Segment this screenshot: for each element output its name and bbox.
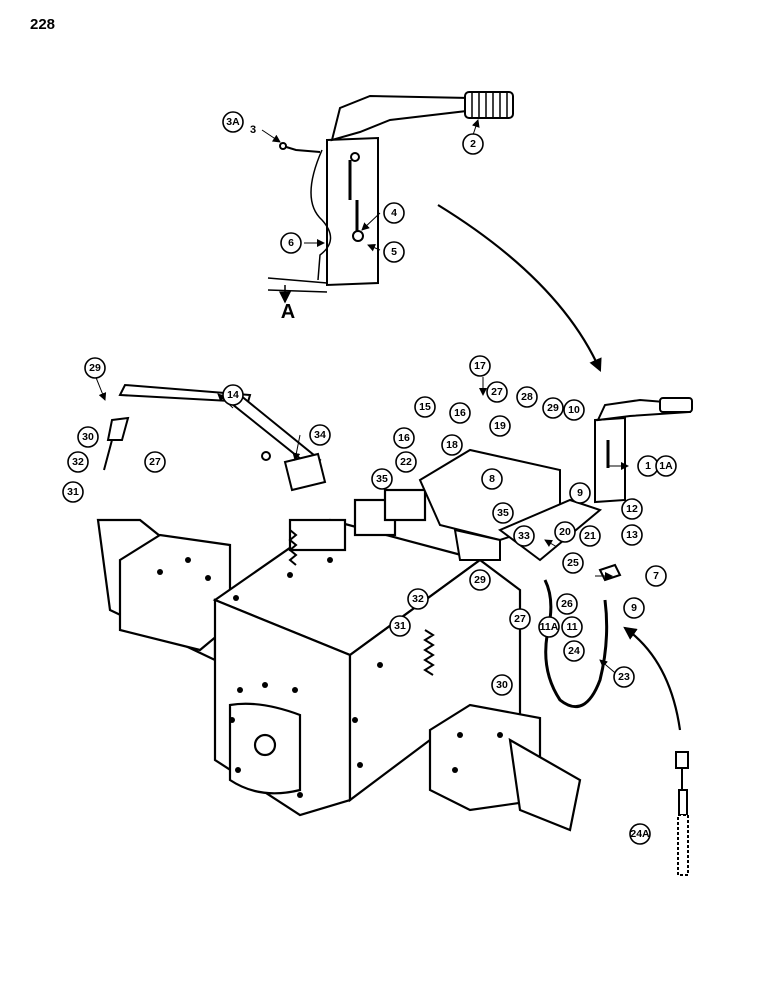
callout-6: 6 — [288, 237, 294, 249]
callout-11: 11 — [566, 621, 577, 633]
callout-22: 22 — [400, 456, 412, 468]
callout-16-top: 16 — [454, 407, 466, 419]
callout-2: 2 — [470, 138, 476, 150]
housing-bolts — [157, 557, 503, 798]
callout-31-mid: 31 — [394, 620, 406, 632]
callout-27-left: 27 — [149, 456, 161, 468]
springs — [288, 529, 435, 676]
callout-5: 5 — [391, 246, 397, 258]
callout-30-mid: 30 — [496, 679, 508, 691]
callout-3a: 3A — [226, 116, 240, 128]
callout-32-mid: 32 — [412, 593, 424, 605]
callout-14: 14 — [227, 389, 239, 401]
callout-30-left: 30 — [82, 431, 94, 443]
callout-21: 21 — [584, 530, 596, 542]
callout-28: 28 — [521, 391, 533, 403]
callout-19: 19 — [494, 420, 506, 432]
callout-1: 1 — [645, 460, 651, 472]
callout-4: 4 — [391, 207, 397, 219]
callout-3: 3 — [250, 124, 256, 136]
callout-7: 7 — [653, 570, 659, 582]
callout-9-top: 9 — [577, 487, 583, 499]
callout-13: 13 — [626, 529, 638, 541]
view-a-label: A — [281, 301, 295, 323]
callout-27-mid: 27 — [514, 613, 526, 625]
callout-29-left: 29 — [89, 362, 101, 374]
callout-26: 26 — [561, 598, 573, 610]
callout-31-left: 31 — [67, 486, 79, 498]
callout-1a: 1A — [659, 460, 673, 472]
direction-arrows — [437, 204, 682, 731]
callout-32-left: 32 — [72, 456, 84, 468]
callout-20: 20 — [559, 526, 571, 538]
callouts: 3A 3 2 4 5 6 29 14 30 27 32 31 34 17 27 … — [62, 111, 677, 845]
lever-assembly-1 — [594, 397, 693, 504]
inset-lever-assembly — [267, 91, 514, 293]
shaft-assembly-14 — [103, 383, 327, 492]
callout-34: 34 — [314, 429, 326, 441]
axle-housing — [96, 488, 582, 832]
callout-12: 12 — [626, 503, 638, 515]
callout-29-top: 29 — [547, 402, 559, 414]
callout-25: 25 — [567, 557, 579, 569]
callout-24a: 24A — [630, 828, 650, 840]
callout-23: 23 — [618, 671, 630, 683]
callout-17: 17 — [474, 360, 486, 372]
callout-10: 10 — [568, 404, 580, 416]
callout-35-mid: 35 — [497, 507, 509, 519]
callout-15: 15 — [419, 401, 431, 413]
callout-29-mid: 29 — [474, 574, 486, 586]
callout-27-top: 27 — [491, 386, 503, 398]
callout-11a: 11A — [540, 621, 559, 633]
callout-33: 33 — [518, 530, 530, 542]
callout-8: 8 — [489, 473, 495, 485]
callout-35-top: 35 — [376, 473, 388, 485]
callout-9-bottom: 9 — [631, 602, 637, 614]
callout-24: 24 — [568, 645, 580, 657]
page-number: 228 — [30, 16, 56, 33]
callout-18: 18 — [446, 439, 458, 451]
callout-16-left: 16 — [398, 432, 410, 444]
